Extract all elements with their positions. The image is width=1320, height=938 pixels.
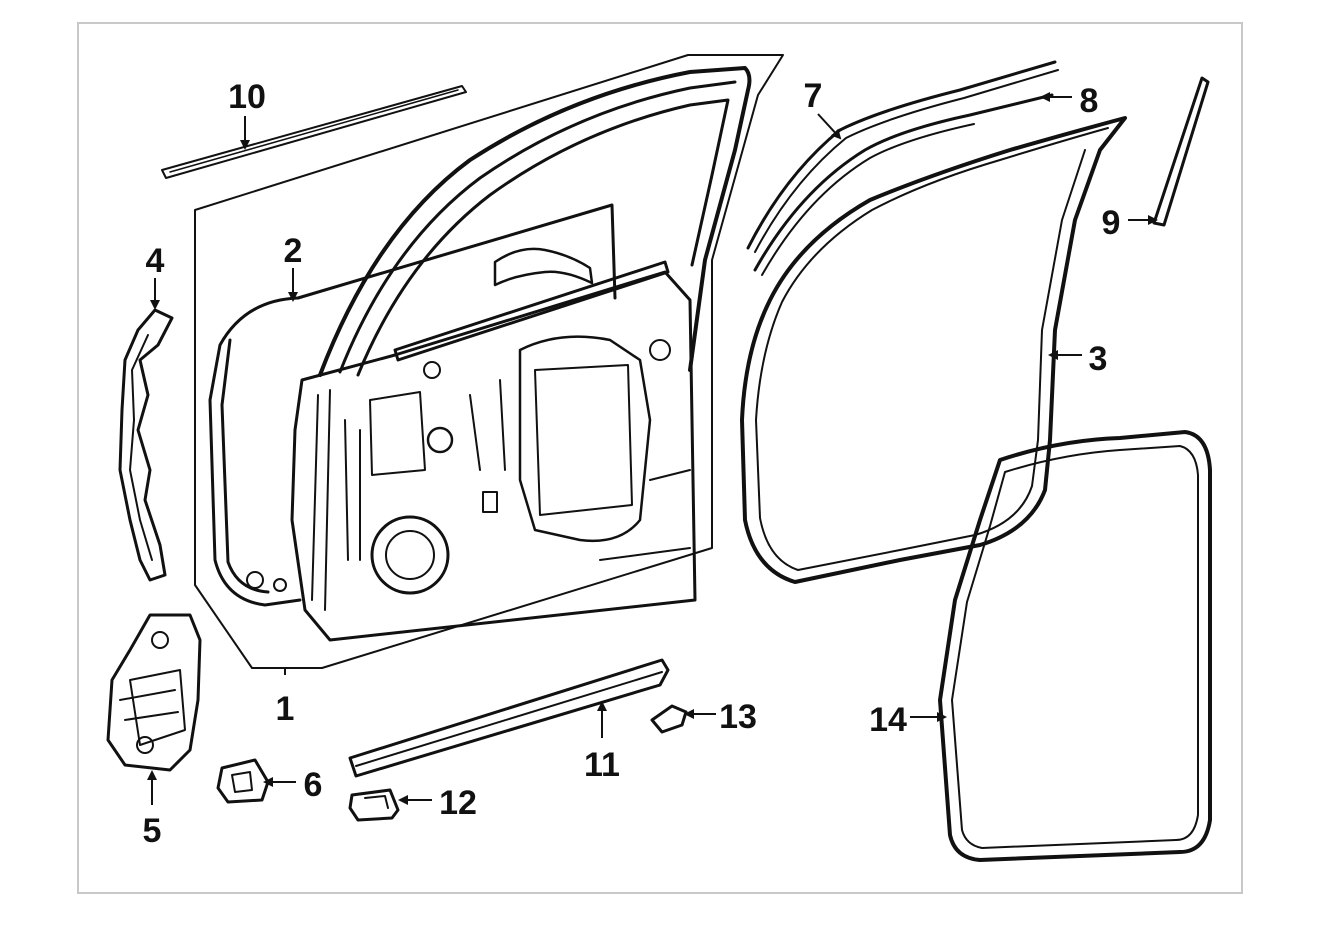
part-13-clip xyxy=(650,704,688,734)
part-4-hinge-reinforcement xyxy=(118,308,174,582)
callout-labels: 1 2 3 4 5 6 7 8 9 10 11 12 13 14 xyxy=(143,77,1121,850)
part-2-door-inner-panel xyxy=(208,66,752,642)
callout-13: 13 xyxy=(719,698,757,736)
part-9-trim-strip xyxy=(1152,76,1210,227)
part-11-lower-moulding xyxy=(348,658,670,778)
callout-9: 9 xyxy=(1102,204,1121,242)
part-10-belt-moulding xyxy=(161,85,467,179)
callout-10: 10 xyxy=(228,78,266,116)
callout-8: 8 xyxy=(1080,82,1099,120)
part-12-clip xyxy=(348,788,400,822)
part-1-door-shell-outline xyxy=(194,54,784,669)
part-5-door-latch xyxy=(106,613,202,772)
callout-12: 12 xyxy=(439,784,477,822)
leader-lines xyxy=(147,92,1158,805)
callout-4: 4 xyxy=(146,242,165,280)
callout-2: 2 xyxy=(284,232,303,270)
callout-1: 1 xyxy=(276,690,295,728)
part-8-glass-run-inner xyxy=(753,93,1054,276)
callout-11: 11 xyxy=(584,746,620,784)
callout-3: 3 xyxy=(1089,340,1108,378)
callout-7: 7 xyxy=(804,77,823,115)
callout-6: 6 xyxy=(304,766,323,804)
part-6-clip xyxy=(216,758,270,804)
leader-7 xyxy=(817,113,842,140)
callout-14: 14 xyxy=(869,701,907,739)
callout-5: 5 xyxy=(143,812,162,850)
part-14-body-weatherstrip xyxy=(938,430,1212,862)
part-3-door-weatherstrip xyxy=(740,116,1127,584)
